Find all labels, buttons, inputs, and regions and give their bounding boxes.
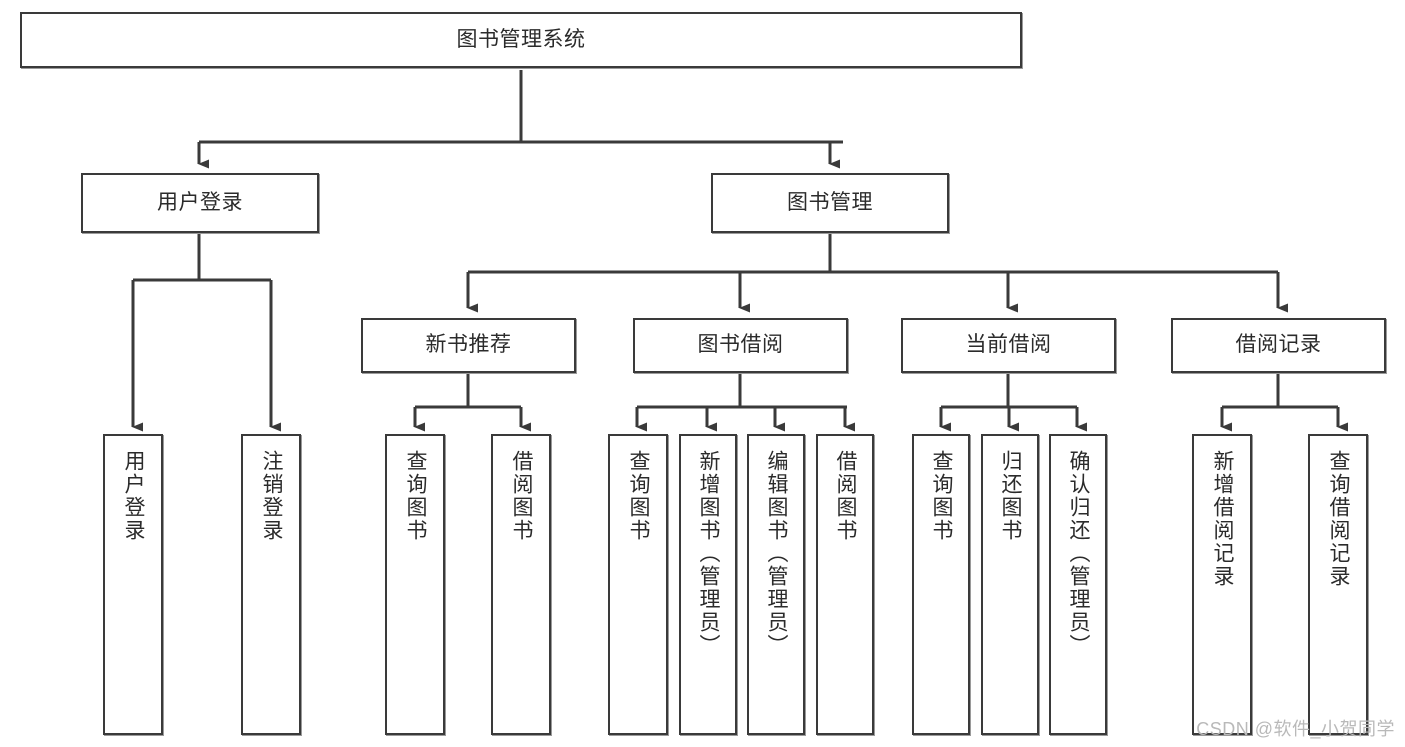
leaf-book-borrow-query-books[interactable]: 查询图书 xyxy=(608,434,668,735)
leaf-user-login-login[interactable]: 用户登录 xyxy=(103,434,163,735)
node-user-login[interactable]: 用户登录 xyxy=(81,173,319,233)
node-label: 新书推荐 xyxy=(425,333,512,357)
node-label: 查询借阅记录 xyxy=(1327,450,1351,588)
leaf-new-book-borrow-books[interactable]: 借阅图书 xyxy=(491,434,551,735)
node-current-borrow[interactable]: 当前借阅 xyxy=(901,318,1116,373)
node-new-book-recommend[interactable]: 新书推荐 xyxy=(361,318,576,373)
node-label: 新增图书（管理员） xyxy=(697,450,721,657)
node-label: 查询图书 xyxy=(930,450,954,542)
leaf-book-borrow-borrow-books[interactable]: 借阅图书 xyxy=(816,434,874,735)
node-label: 图书管理系统 xyxy=(456,27,586,51)
node-label: 新增借阅记录 xyxy=(1211,450,1235,588)
leaf-current-borrow-confirm-return-admin[interactable]: 确认归还（管理员） xyxy=(1049,434,1107,735)
node-label: 注销登录 xyxy=(260,450,284,542)
node-label: 用户登录 xyxy=(122,450,146,542)
node-label: 当前借阅 xyxy=(965,333,1052,357)
leaf-user-login-logout[interactable]: 注销登录 xyxy=(241,434,301,735)
node-label: 借阅图书 xyxy=(510,450,534,542)
node-book-borrow[interactable]: 图书借阅 xyxy=(633,318,848,373)
node-root-book-management-system[interactable]: 图书管理系统 xyxy=(20,12,1022,68)
csdn-watermark: CSDN @软件_小贺同学 xyxy=(1196,719,1395,739)
leaf-book-borrow-add-book-admin[interactable]: 新增图书（管理员） xyxy=(679,434,737,735)
node-label: 图书管理 xyxy=(787,190,873,214)
node-book-management[interactable]: 图书管理 xyxy=(711,173,949,233)
leaf-book-borrow-edit-book-admin[interactable]: 编辑图书（管理员） xyxy=(747,434,805,735)
leaf-borrow-records-query-record[interactable]: 查询借阅记录 xyxy=(1308,434,1368,735)
node-label: 编辑图书（管理员） xyxy=(765,450,789,657)
node-borrow-records[interactable]: 借阅记录 xyxy=(1171,318,1386,373)
node-label: 图书借阅 xyxy=(697,333,784,357)
node-label: 查询图书 xyxy=(627,450,651,542)
leaf-current-borrow-return-books[interactable]: 归还图书 xyxy=(981,434,1039,735)
node-label: 归还图书 xyxy=(999,450,1023,542)
node-label: 借阅记录 xyxy=(1235,333,1322,357)
node-label: 用户登录 xyxy=(157,190,243,214)
leaf-current-borrow-query-books[interactable]: 查询图书 xyxy=(912,434,970,735)
node-label: 借阅图书 xyxy=(834,450,858,542)
leaf-new-book-query-books[interactable]: 查询图书 xyxy=(385,434,445,735)
leaf-borrow-records-add-record[interactable]: 新增借阅记录 xyxy=(1192,434,1252,735)
node-label: 查询图书 xyxy=(404,450,428,542)
node-label: 确认归还（管理员） xyxy=(1067,450,1091,657)
